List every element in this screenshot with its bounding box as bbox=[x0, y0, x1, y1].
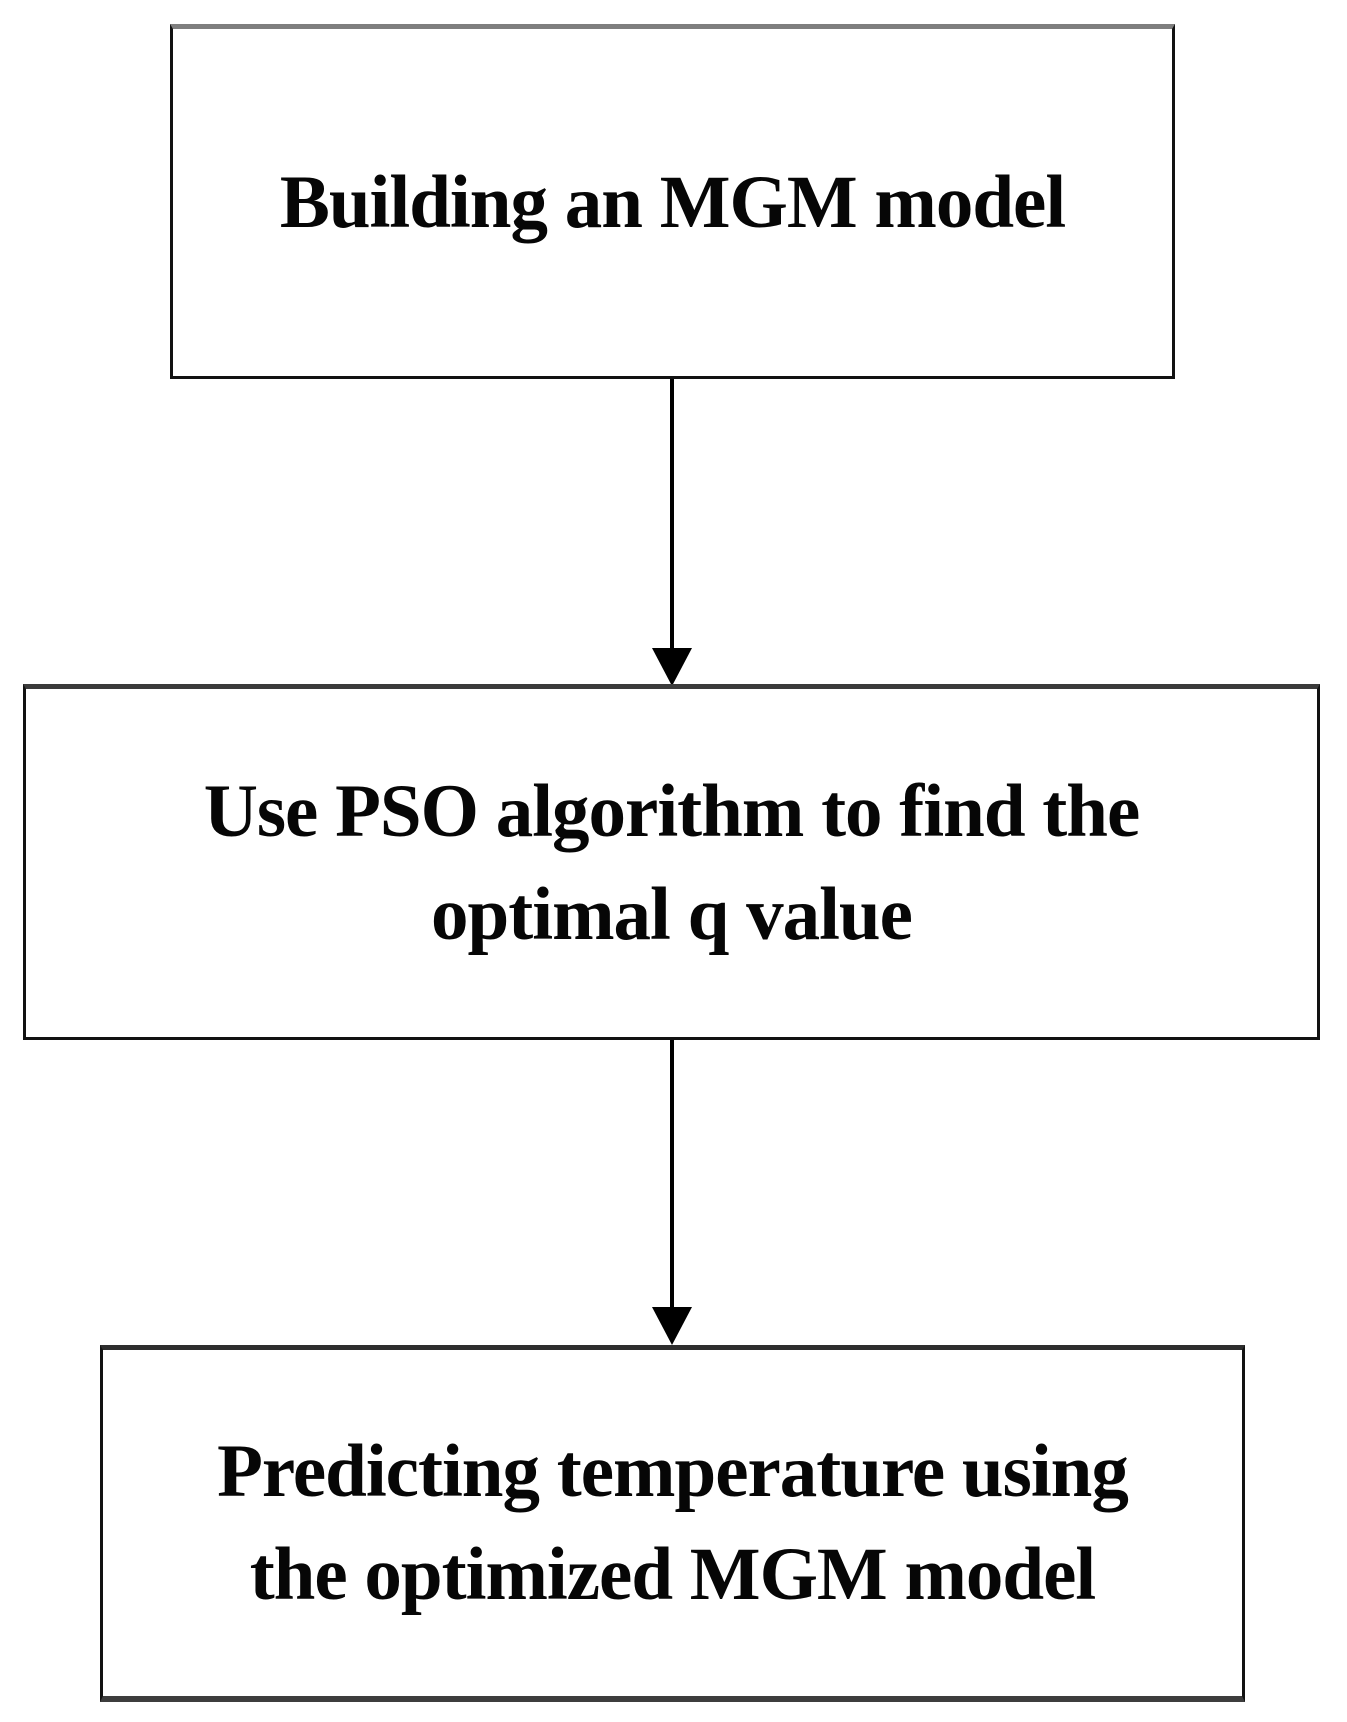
node-label-line: Predicting temperature using bbox=[217, 1429, 1129, 1513]
node-label: Predicting temperature using the optimiz… bbox=[217, 1420, 1129, 1627]
node-label: Building an MGM model bbox=[279, 151, 1066, 255]
node-label-line: the optimized MGM model bbox=[249, 1533, 1097, 1616]
node-label-line: Building an MGM model bbox=[279, 160, 1066, 244]
arrow-head-icon bbox=[652, 1307, 692, 1345]
node-label: Use PSO algorithm to find the optimal q … bbox=[203, 760, 1141, 967]
flowchart-node-predicting-temperature: Predicting temperature using the optimiz… bbox=[100, 1345, 1245, 1702]
flowchart-node-pso-optimal-q: Use PSO algorithm to find the optimal q … bbox=[23, 684, 1320, 1040]
flowchart-node-building-mgm-model: Building an MGM model bbox=[170, 24, 1175, 379]
arrow-line-step2-to-step3 bbox=[670, 1040, 674, 1310]
node-label-line: Use PSO algorithm to find the bbox=[203, 769, 1141, 853]
arrow-line-step1-to-step2 bbox=[670, 379, 674, 650]
node-label-line: optimal q value bbox=[431, 873, 913, 956]
arrow-head-icon bbox=[652, 648, 692, 686]
